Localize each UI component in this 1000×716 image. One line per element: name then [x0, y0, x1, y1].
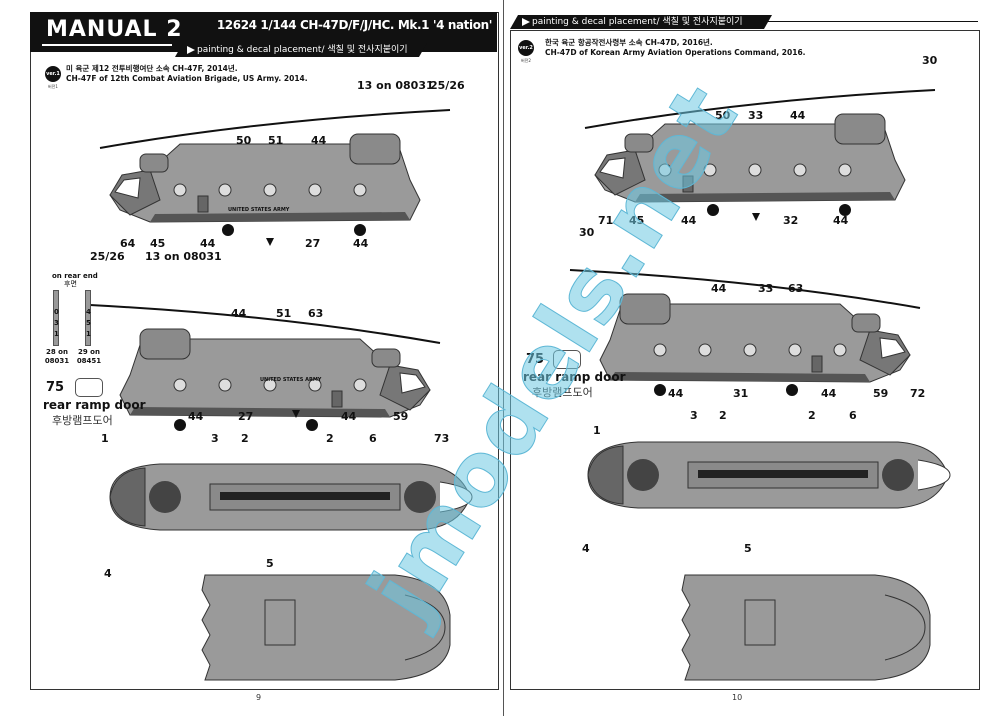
callout: 1: [101, 432, 109, 445]
header-rule: [760, 21, 978, 22]
rear-end-title-ko: 후면: [64, 280, 77, 288]
callout: 33: [758, 282, 774, 295]
rear-end-title: on rear end: [52, 272, 98, 280]
marker-triangle: [266, 238, 274, 246]
callout: 30: [922, 54, 938, 67]
callout: 44: [668, 387, 684, 400]
callout: 4: [104, 567, 112, 580]
callout: 3: [211, 432, 219, 445]
caption-english: CH-47D of Korean Army Aviation Operation…: [545, 48, 806, 57]
fuselage-text: UNITED STATES ARMY: [228, 207, 290, 213]
helicopter-side-view-1: [99, 109, 451, 237]
page-number: 10: [732, 693, 743, 702]
callout: 50: [715, 109, 731, 122]
callout: 25/26: [90, 250, 125, 263]
callout: 44: [711, 282, 727, 295]
tail-number-strip: 4 5 1: [85, 290, 91, 346]
callout: 31: [733, 387, 749, 400]
callout: 44: [188, 410, 204, 423]
callout: 59: [393, 410, 409, 423]
section-band: painting & decal placement/ 색칠 및 전사지붙이기: [175, 43, 427, 57]
ramp-decal-box: [553, 350, 581, 369]
callout: 51: [268, 134, 284, 147]
callout: 44: [681, 214, 697, 227]
callout: 5: [744, 542, 752, 555]
callout: 27: [305, 237, 321, 250]
callout: 45: [629, 214, 645, 227]
section-band: painting & decal placement/ 색칠 및 전사지붙이기: [510, 15, 772, 29]
callout: 6: [849, 409, 857, 422]
callout: 44: [833, 214, 849, 227]
callout: 59: [873, 387, 889, 400]
ramp-decal-box: [75, 378, 103, 397]
callout: 13 on 08031: [357, 79, 434, 92]
caption-korean: 미 육군 제12 전투비행여단 소속 CH-47F, 2014년.: [66, 64, 238, 73]
callout: 2: [719, 409, 727, 422]
callout: 51: [276, 307, 292, 320]
helicopter-top-view: [587, 441, 951, 509]
kit-title: 12624 1/144 CH-47D/F/J/HC. Mk.1 '4 natio…: [216, 18, 493, 32]
helicopter-side-view-2: [89, 304, 441, 432]
callout: 44: [231, 307, 247, 320]
callout: 30: [579, 226, 595, 239]
callout: 1: [593, 424, 601, 437]
callout: 25/26: [430, 79, 465, 92]
marker-triangle: [752, 213, 760, 221]
version-badge: ver.1: [45, 66, 61, 82]
callout: 5: [266, 557, 274, 570]
callout: 63: [308, 307, 324, 320]
caption-english: CH-47F of 12th Combat Aviation Brigade, …: [66, 74, 308, 83]
callout: 44: [821, 387, 837, 400]
version-sub: 버전2: [521, 58, 531, 63]
callout: 32: [783, 214, 799, 227]
callout: 71: [598, 214, 614, 227]
ramp-decal-number: 75: [526, 352, 545, 367]
caption-korean: 한국 육군 항공작전사령부 소속 CH-47D, 2016년.: [545, 38, 713, 47]
version-badge: ver.2: [518, 40, 534, 56]
callout: 72: [910, 387, 926, 400]
rear-ramp-view: [681, 574, 931, 681]
marker-triangle: [292, 410, 300, 418]
callout: 45: [150, 237, 166, 250]
ramp-label-ko: 후방램프도어: [52, 414, 113, 427]
callout: 4: [582, 542, 590, 555]
callout: 27: [238, 410, 254, 423]
callout: 50: [236, 134, 252, 147]
callout: 2: [808, 409, 816, 422]
manual-title: MANUAL 2: [46, 17, 183, 42]
callout: 3: [690, 409, 698, 422]
ramp-label-ko: 후방램프도어: [532, 386, 593, 399]
fuselage-text: UNITED STATES ARMY: [260, 377, 322, 383]
callout: 6: [369, 432, 377, 445]
title-underline: [42, 44, 172, 46]
callout: 73: [434, 432, 450, 445]
strip-label: 29 on 08451: [76, 348, 102, 365]
callout: 44: [353, 237, 369, 250]
callout: 64: [120, 237, 136, 250]
callout: 44: [341, 410, 357, 423]
version-sub: 버전1: [48, 84, 58, 89]
page-gutter: [503, 0, 504, 716]
callout: 2: [326, 432, 334, 445]
callout: 13 on 08031: [145, 250, 222, 263]
callout: 33: [748, 109, 764, 122]
ramp-label: rear ramp door: [523, 370, 626, 384]
callout: 44: [790, 109, 806, 122]
callout: 44: [200, 237, 216, 250]
callout: 2: [241, 432, 249, 445]
page-number: 9: [256, 693, 262, 702]
callout: 44: [311, 134, 327, 147]
strip-label: 28 on 08031: [44, 348, 70, 365]
ramp-label: rear ramp door: [43, 398, 146, 412]
ramp-decal-number: 75: [46, 380, 65, 395]
tail-number-strip: 0 3 1: [53, 290, 59, 346]
callout: 63: [788, 282, 804, 295]
